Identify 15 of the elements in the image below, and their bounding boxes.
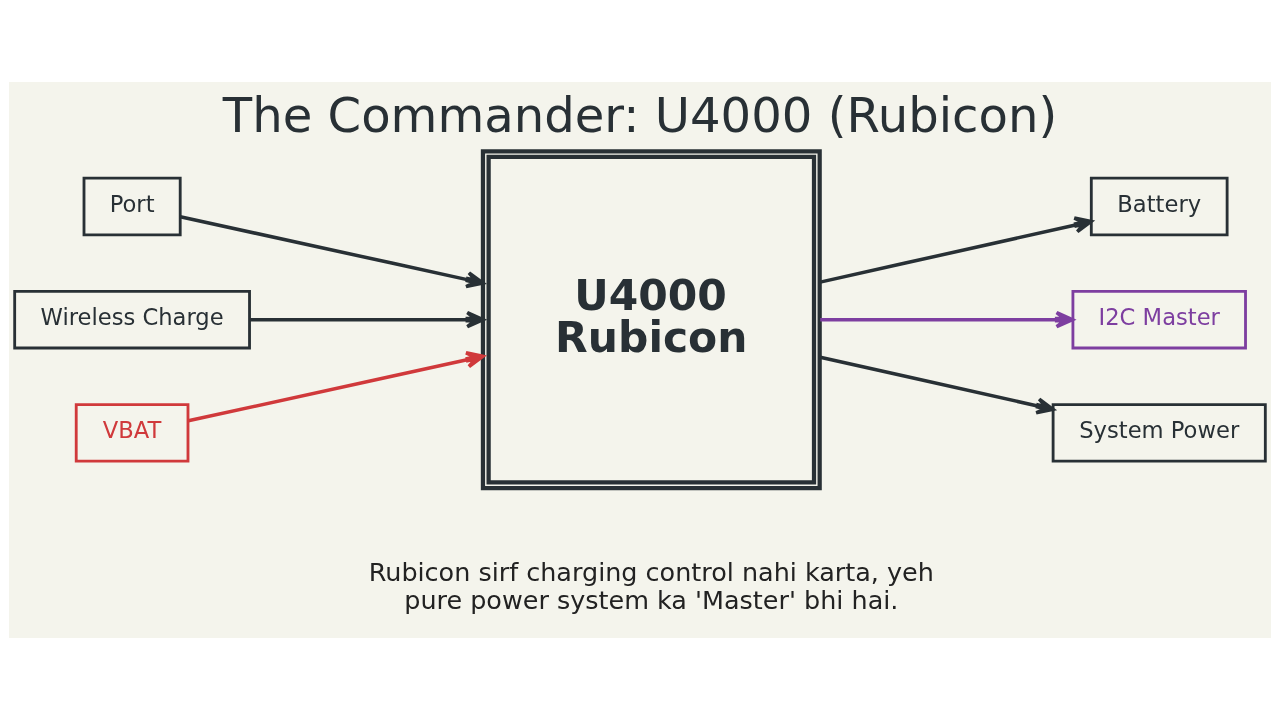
arrow bbox=[820, 310, 1074, 329]
arrow bbox=[187, 351, 485, 423]
arrow bbox=[179, 215, 485, 289]
node-box: VBAT bbox=[74, 403, 190, 463]
node-box: Port bbox=[82, 176, 182, 237]
node-box: I2C Master bbox=[1071, 289, 1247, 350]
node-box: System Power bbox=[1051, 403, 1267, 463]
arrow bbox=[819, 216, 1093, 284]
arrow bbox=[250, 310, 485, 329]
node-box: Battery bbox=[1089, 176, 1229, 237]
node-box: Wireless Charge bbox=[13, 289, 251, 350]
caption: Rubicon sirf charging control nahi karta, yeh pure power system ka 'Master' bhi hai. bbox=[368, 556, 934, 615]
node-box: U4000 Rubicon bbox=[480, 149, 822, 491]
diagram-title: The Commander: U4000 (Rubicon) bbox=[222, 86, 1058, 143]
arrow bbox=[819, 355, 1055, 415]
